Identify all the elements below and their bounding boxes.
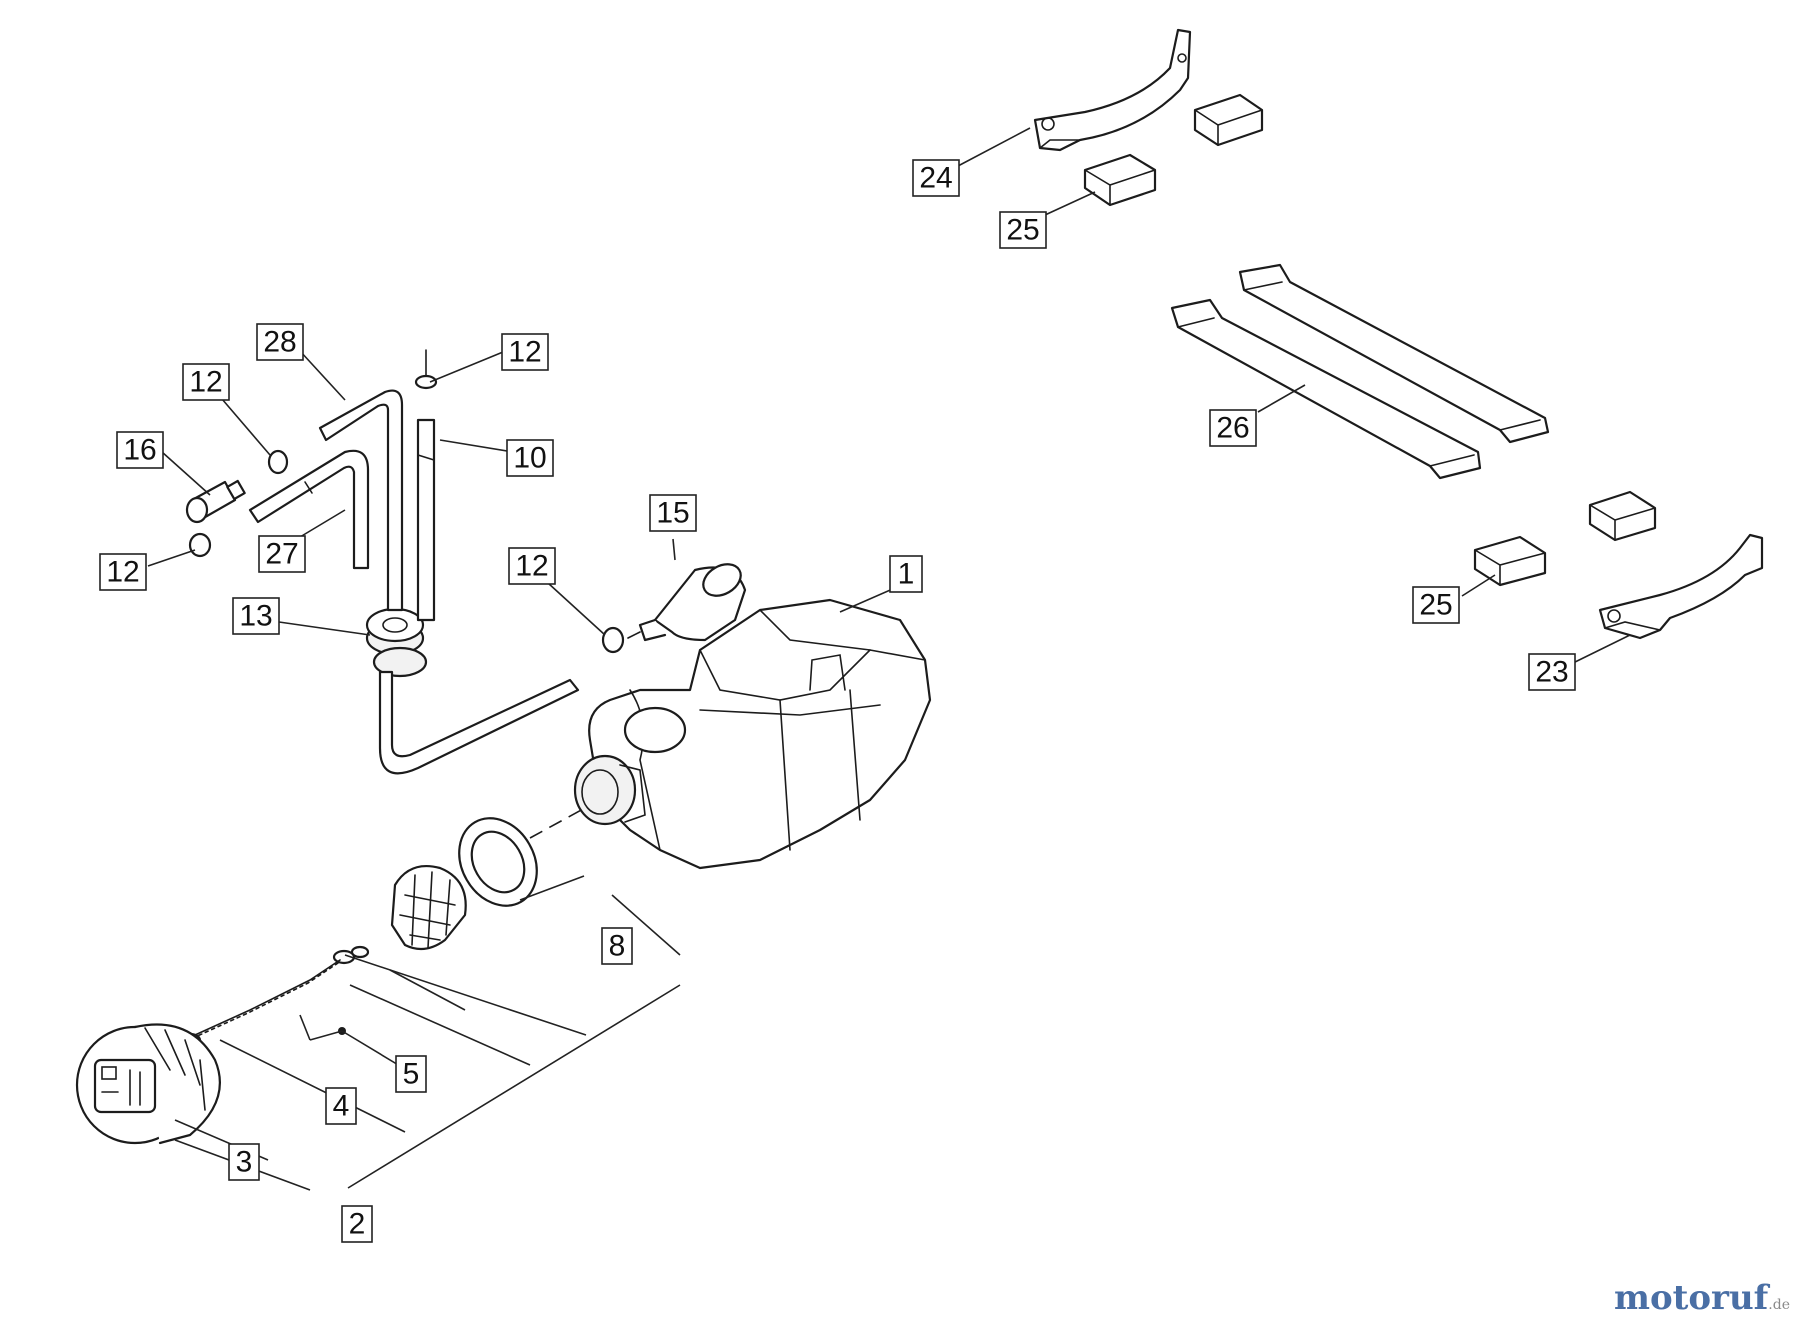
callout-23-text: 23: [1535, 656, 1568, 689]
rubber-block-drawing-top: [1193, 93, 1264, 147]
washer-drawing-upper: [267, 449, 289, 475]
callout-1: 1: [889, 555, 923, 593]
strap-drawing-back: [1238, 263, 1550, 444]
callout-12-filter-text: 12: [515, 550, 548, 583]
callout-1-text: 1: [898, 558, 915, 591]
callout-16-text: 16: [123, 434, 156, 467]
lower-bracket-drawing: [1598, 533, 1764, 640]
rubber-block-drawing-mid: [1083, 153, 1157, 207]
callout-25-bottom: 25: [1412, 586, 1460, 624]
assembly-line: [529, 807, 586, 839]
callout-28-text: 28: [263, 326, 296, 359]
gasket-drawing: [458, 817, 538, 907]
callout-5-text: 5: [403, 1058, 420, 1091]
callout-25-bottom-text: 25: [1419, 589, 1452, 622]
callout-13: 13: [232, 597, 280, 635]
callout-25-top: 25: [999, 211, 1047, 249]
watermark-main: motoruf: [1614, 1278, 1769, 1318]
callout-23: 23: [1528, 653, 1576, 691]
upper-bracket-drawing: [1033, 28, 1192, 152]
watermark-logo: motoruf.de: [1614, 1278, 1790, 1318]
leader-lines: [147, 127, 1631, 1191]
callout-12-filter: 12: [508, 547, 556, 585]
callout-12-top: 12: [501, 333, 549, 371]
callout-10-text: 10: [513, 442, 546, 475]
callout-8-text: 8: [609, 930, 626, 963]
callout-3: 3: [228, 1143, 260, 1181]
vent-pipe-drawing: [414, 349, 438, 622]
fuel-hose-drawing: [378, 670, 580, 775]
callout-27: 27: [258, 535, 306, 573]
fuel-filter-drawing: [627, 563, 747, 642]
washer-drawing-lower: [188, 532, 212, 558]
callout-27-text: 27: [265, 538, 298, 571]
fuel-cap-drawing: [75, 1023, 221, 1145]
callout-13-text: 13: [239, 600, 272, 633]
lower-return-pipe-drawing: [248, 449, 370, 570]
callout-10: 10: [506, 439, 554, 477]
o-ring-drawing: [601, 626, 625, 654]
callout-5: 5: [395, 1055, 427, 1093]
callout-26-text: 26: [1216, 412, 1249, 445]
filter-screen-drawing: [390, 864, 467, 951]
upper-return-pipe-drawing: [318, 389, 404, 612]
callout-25-top-text: 25: [1006, 214, 1039, 247]
callout-15-text: 15: [656, 497, 689, 530]
callout-2-text: 2: [349, 1208, 366, 1241]
callout-4-text: 4: [333, 1090, 350, 1123]
callout-28: 28: [256, 323, 304, 361]
callout-16: 16: [116, 431, 164, 469]
callout-3-text: 3: [236, 1146, 253, 1179]
callout-15: 15: [649, 494, 697, 532]
watermark-tld: .de: [1768, 1297, 1790, 1313]
callout-12-top-text: 12: [508, 336, 541, 369]
callout-12-left-text: 12: [189, 366, 222, 399]
callout-12-lower-left-text: 12: [106, 556, 139, 589]
plug-drawing: [185, 479, 246, 524]
strap-drawing-front: [1170, 298, 1482, 480]
rubber-block-drawing-lower-right: [1588, 490, 1657, 542]
callout-24: 24: [912, 159, 960, 197]
callout-8: 8: [601, 927, 633, 965]
fuel-tank-drawing: [573, 598, 932, 870]
rubber-block-drawing-lower-left: [1473, 535, 1547, 587]
grommet-drawing: [365, 607, 428, 678]
callout-12-left: 12: [182, 363, 230, 401]
callout-24-text: 24: [919, 162, 952, 195]
callout-4: 4: [325, 1087, 357, 1125]
callout-2: 2: [341, 1205, 373, 1243]
callout-26: 26: [1209, 409, 1257, 447]
callout-12-lower-left: 12: [99, 553, 147, 591]
